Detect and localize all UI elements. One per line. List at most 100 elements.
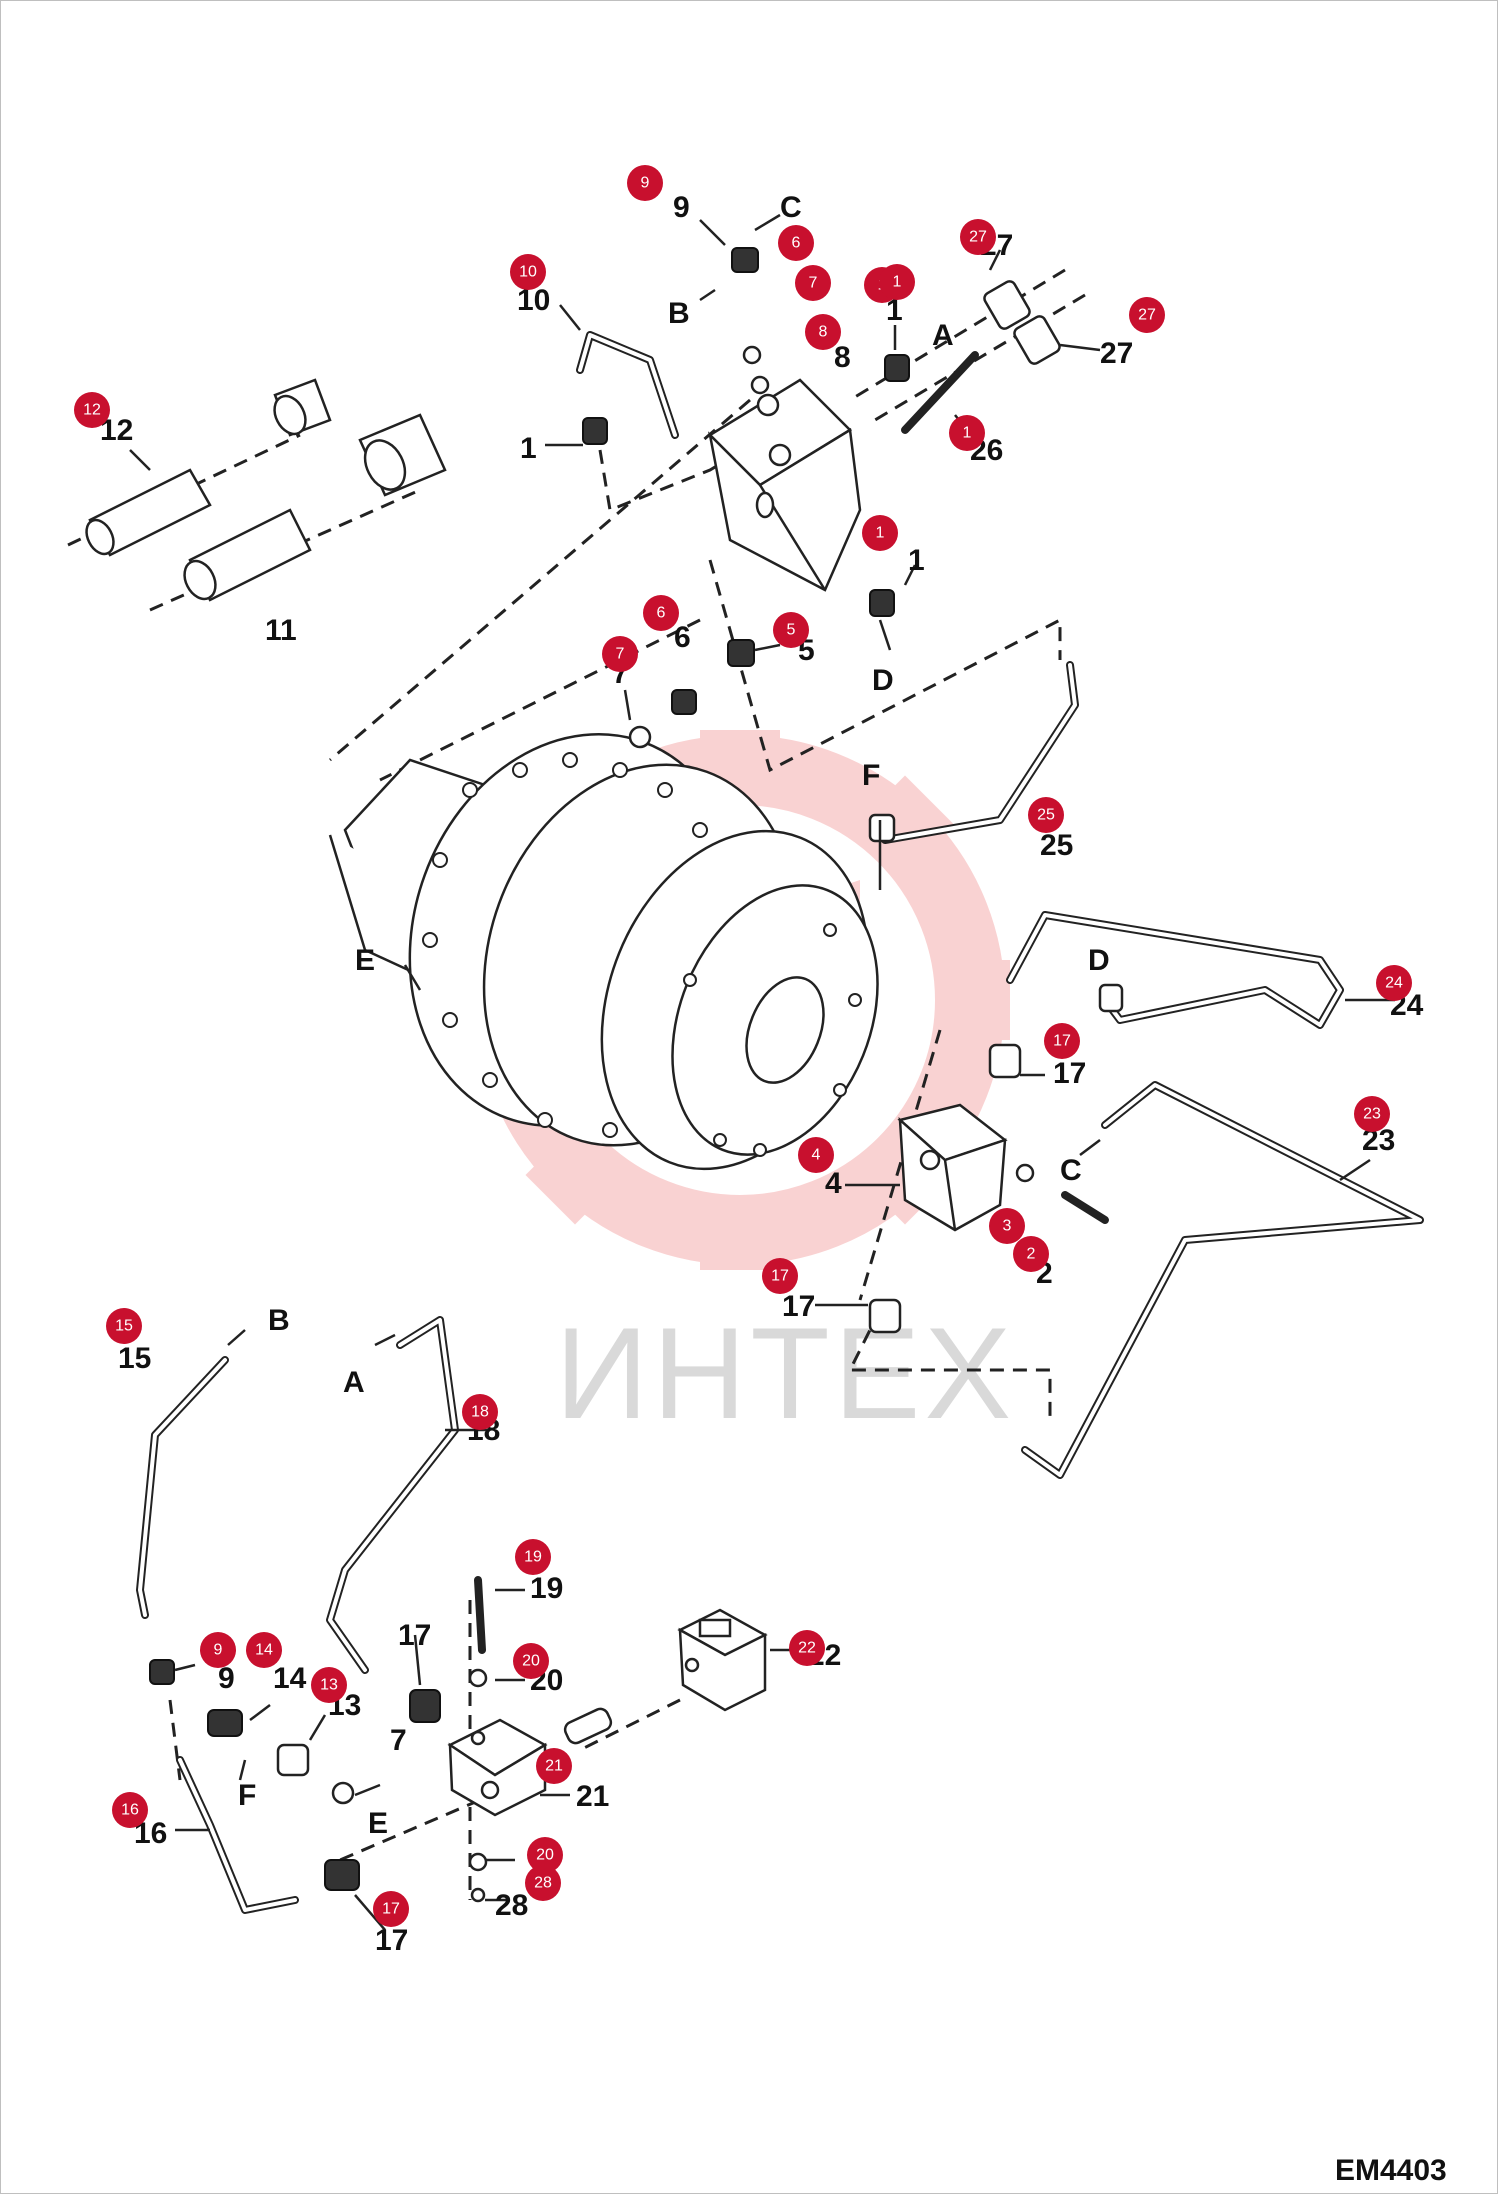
part-label-14: 14 bbox=[273, 1662, 307, 1695]
part-label-C: C bbox=[1060, 1154, 1082, 1187]
callout-number: 7 bbox=[809, 275, 818, 292]
callout-marker-19: 19 bbox=[515, 1539, 551, 1575]
part-label-F: F bbox=[862, 759, 880, 792]
callout-dot bbox=[1044, 1023, 1080, 1059]
part-label-F: F bbox=[238, 1779, 256, 1812]
callout-marker-28: 28 bbox=[525, 1865, 561, 1901]
part-label-19: 19 bbox=[530, 1572, 563, 1605]
callout-marker-27: 27 bbox=[1129, 297, 1165, 333]
callout-dot bbox=[949, 415, 985, 451]
callout-dot bbox=[778, 225, 814, 261]
callout-marker-24: 24 bbox=[1376, 965, 1412, 1001]
callout-marker-8: 8 bbox=[805, 314, 841, 350]
part-label-4: 4 bbox=[825, 1167, 842, 1200]
callout-dot bbox=[106, 1308, 142, 1344]
callout-number: 4 bbox=[812, 1147, 821, 1164]
lower-manifold-block bbox=[897, 1103, 1008, 1232]
callout-dot bbox=[112, 1792, 148, 1828]
watermark-text: ИНТЕХ bbox=[555, 1300, 1015, 1446]
callout-marker-17: 17 bbox=[762, 1258, 798, 1294]
callout-marker-27: 27 bbox=[960, 219, 996, 255]
part-label-9: 9 bbox=[673, 191, 690, 224]
callout-number: 16 bbox=[121, 1802, 139, 1819]
cartridge-11 bbox=[183, 413, 447, 602]
callout-marker-7: 7 bbox=[795, 265, 831, 301]
callout-number: 21 bbox=[545, 1758, 563, 1775]
part-label-15: 15 bbox=[118, 1342, 151, 1375]
callout-dot bbox=[773, 612, 809, 648]
callout-marker-23: 23 bbox=[1354, 1096, 1390, 1132]
callout-dot bbox=[798, 1137, 834, 1173]
callout-dot bbox=[525, 1865, 561, 1901]
part-label-17: 17 bbox=[1053, 1057, 1086, 1090]
part-label-21: 21 bbox=[576, 1780, 609, 1813]
part-label-1: 1 bbox=[908, 544, 925, 577]
part-label-8: 8 bbox=[834, 341, 851, 374]
callout-dot bbox=[1354, 1096, 1390, 1132]
callout-dot bbox=[960, 219, 996, 255]
part-label-11: 11 bbox=[265, 614, 297, 647]
callout-number: 27 bbox=[1138, 307, 1156, 324]
callout-number: 17 bbox=[382, 1901, 400, 1918]
callout-dot bbox=[762, 1258, 798, 1294]
callout-number: 14 bbox=[255, 1642, 273, 1659]
callout-dot bbox=[200, 1632, 236, 1668]
part-label-9: 9 bbox=[218, 1662, 235, 1695]
callout-dot bbox=[373, 1891, 409, 1927]
callout-dot bbox=[862, 515, 898, 551]
part-label-7: 7 bbox=[390, 1724, 407, 1757]
callout-marker-1: 1 bbox=[862, 515, 898, 551]
part-label-B: B bbox=[268, 1304, 290, 1337]
callout-marker-12: 12 bbox=[74, 392, 110, 428]
callout-dot bbox=[627, 165, 663, 201]
callout-marker-20: 20 bbox=[513, 1643, 549, 1679]
callout-dot bbox=[789, 1630, 825, 1666]
part-label-E: E bbox=[368, 1807, 388, 1840]
part-label-E: E bbox=[355, 944, 375, 977]
callout-number: 20 bbox=[522, 1653, 540, 1670]
callout-dot bbox=[462, 1394, 498, 1430]
callout-number: 13 bbox=[320, 1677, 338, 1694]
fittings bbox=[149, 247, 1124, 1903]
callout-marker-18: 18 bbox=[462, 1394, 498, 1430]
callout-number: 27 bbox=[969, 229, 987, 246]
part-label-A: A bbox=[343, 1366, 365, 1399]
callout-dot bbox=[513, 1643, 549, 1679]
part-label-1: 1 bbox=[520, 432, 537, 465]
callout-dot bbox=[515, 1539, 551, 1575]
callout-dot bbox=[795, 265, 831, 301]
callout-marker-1: 1 bbox=[949, 415, 985, 451]
callout-number: 25 bbox=[1037, 807, 1055, 824]
callout-dot bbox=[879, 264, 915, 300]
callout-number: 17 bbox=[1053, 1033, 1071, 1050]
callout-number: 18 bbox=[471, 1404, 489, 1421]
part-label-10: 10 bbox=[517, 284, 550, 317]
solenoid-coil-22 bbox=[677, 1608, 768, 1712]
callout-dot bbox=[989, 1208, 1025, 1244]
part-label-D: D bbox=[1088, 944, 1110, 977]
callout-dot bbox=[510, 254, 546, 290]
part-label-17: 17 bbox=[375, 1924, 408, 1957]
callout-number: 1 bbox=[893, 274, 902, 291]
callout-marker-10: 10 bbox=[510, 254, 546, 290]
callout-number: 15 bbox=[115, 1318, 133, 1335]
callout-marker-7: 7 bbox=[602, 636, 638, 672]
callout-marker-20: 20 bbox=[527, 1837, 563, 1873]
callout-marker-4: 4 bbox=[798, 1137, 834, 1173]
leader-lines bbox=[129, 213, 1395, 1931]
callout-dot bbox=[1028, 797, 1064, 833]
callout-marker-5: 5 bbox=[773, 612, 809, 648]
callout-number: 23 bbox=[1363, 1106, 1381, 1123]
callout-dot bbox=[1129, 297, 1165, 333]
callout-marker-6: 6 bbox=[643, 595, 679, 631]
diagram-code: EM4403 bbox=[1335, 2154, 1447, 2187]
callout-dot bbox=[602, 636, 638, 672]
callout-marker-15: 15 bbox=[106, 1308, 142, 1344]
callout-dot bbox=[246, 1632, 282, 1668]
callout-number: 2 bbox=[1027, 1246, 1036, 1263]
callout-number: 17 bbox=[771, 1268, 789, 1285]
part-label-25: 25 bbox=[1040, 829, 1073, 862]
part-label-1: 1 bbox=[886, 294, 903, 327]
callout-dot bbox=[805, 314, 841, 350]
part-label-17: 17 bbox=[398, 1619, 431, 1652]
